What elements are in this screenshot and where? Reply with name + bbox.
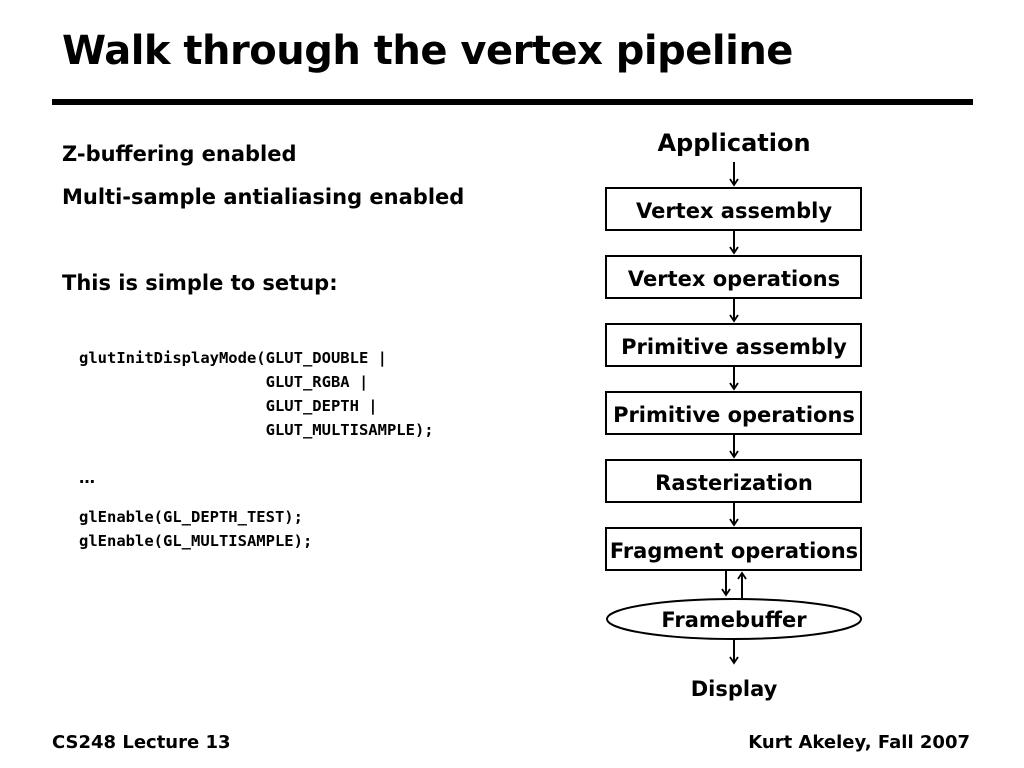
stage-label-primitive-assembly: Primitive assembly: [621, 335, 847, 359]
pipeline-source-label: Application: [657, 129, 810, 157]
stage-box-primitive-operations: [605, 391, 862, 435]
title-divider: [52, 99, 973, 105]
code-line: GLUT_MULTISAMPLE);: [79, 421, 434, 439]
bullet-multisample: Multi-sample antialiasing enabled: [62, 185, 465, 209]
code-line: glutInitDisplayMode(GLUT_DOUBLE |: [79, 349, 387, 367]
code-line: GLUT_RGBA |: [79, 373, 369, 391]
stage-label-fragment-operations: Fragment operations: [610, 539, 858, 563]
footer-author: Kurt Akeley, Fall 2007: [748, 732, 970, 753]
framebuffer-label: Framebuffer: [661, 608, 807, 632]
pipeline-sink-label: Display: [691, 677, 778, 701]
code-ellipsis: …: [79, 468, 95, 487]
bullet-setup: This is simple to setup:: [62, 271, 338, 295]
code-line: glEnable(GL_DEPTH_TEST);: [79, 508, 303, 526]
code-gl-enable: glEnable(GL_DEPTH_TEST); glEnable(GL_MUL…: [79, 505, 312, 553]
stage-label-vertex-operations: Vertex operations: [628, 267, 840, 291]
footer-lecture: CS248 Lecture 13: [52, 732, 231, 753]
code-line: glEnable(GL_MULTISAMPLE);: [79, 532, 313, 550]
code-glut-init-display-mode: glutInitDisplayMode(GLUT_DOUBLE | GLUT_R…: [79, 346, 434, 442]
stage-label-primitive-operations: Primitive operations: [613, 403, 855, 427]
stage-box-rasterization: [605, 459, 862, 503]
stage-box-fragment-operations: [605, 527, 862, 571]
stage-label-vertex-assembly: Vertex assembly: [636, 199, 832, 223]
stage-box-vertex-operations: [605, 255, 862, 299]
stage-label-rasterization: Rasterization: [655, 471, 813, 495]
slide-title: Walk through the vertex pipeline: [62, 28, 793, 74]
bullet-z-buffering: Z-buffering enabled: [62, 142, 297, 166]
code-line: GLUT_DEPTH |: [79, 397, 378, 415]
